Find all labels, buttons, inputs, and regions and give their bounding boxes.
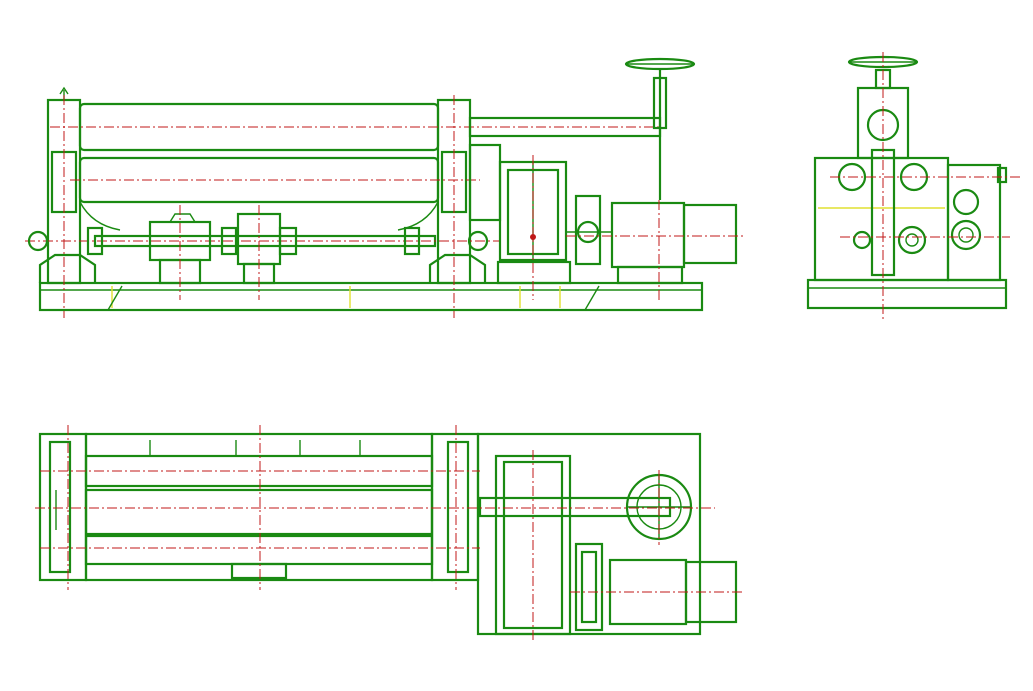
side-view	[806, 52, 1020, 320]
front-view	[25, 57, 745, 318]
top-view	[35, 425, 745, 640]
